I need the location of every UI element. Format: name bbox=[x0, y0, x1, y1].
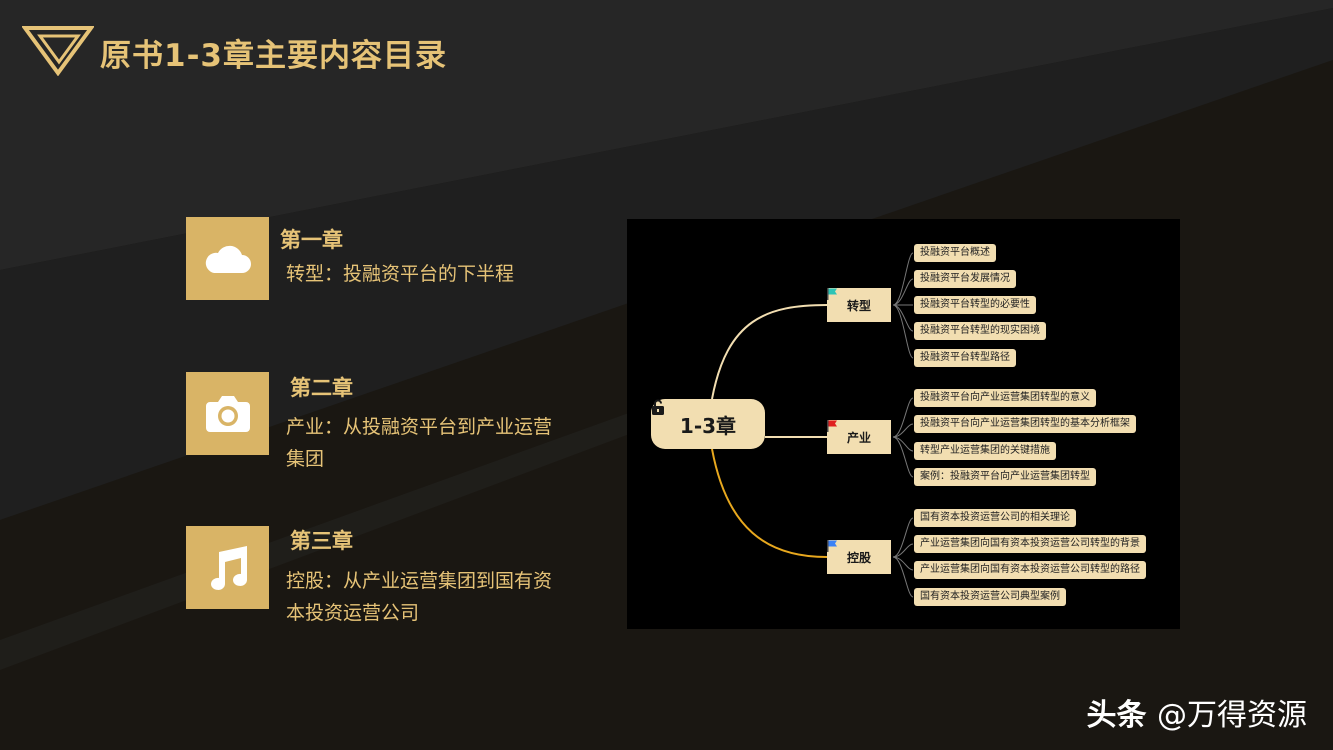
chapter-2-desc-line-2: 集团 bbox=[286, 448, 325, 470]
leaf-item: 投融资平台概述 bbox=[914, 244, 996, 262]
lock-open-icon bbox=[652, 399, 664, 415]
chapter-1-heading: 第一章 bbox=[280, 228, 343, 252]
chapter-1-description: 转型：投融资平台的下半程 bbox=[286, 258, 514, 290]
leaf-item: 投融资平台向产业运营集团转型的基本分析框架 bbox=[914, 415, 1136, 433]
chapter-2-icon-box bbox=[186, 372, 269, 455]
flag-icon bbox=[827, 420, 837, 432]
chapter-1-desc-line-1: 转型：投融资平台的下半程 bbox=[286, 263, 515, 285]
leaf-item: 转型产业运营集团的关键措施 bbox=[914, 442, 1056, 460]
leaf-item: 产业运营集团向国有资本投资运营公司转型的路径 bbox=[914, 561, 1146, 579]
mind-map-root: 1-3章 bbox=[651, 399, 765, 449]
cloud-icon bbox=[205, 245, 251, 273]
flag-icon bbox=[827, 540, 837, 552]
leaf-item: 产业运营集团向国有资本投资运营公司转型的背景 bbox=[914, 535, 1146, 553]
mind-map-root-label: 1-3章 bbox=[679, 413, 737, 438]
chapter-1-icon-box bbox=[186, 217, 269, 300]
leaf-item: 国有资本投资运营公司的相关理论 bbox=[914, 509, 1076, 527]
chapter-3-icon-box bbox=[186, 526, 269, 609]
music-note-icon bbox=[210, 545, 247, 590]
chapter-2-heading: 第二章 bbox=[290, 376, 353, 400]
triangle-logo-icon bbox=[22, 26, 94, 76]
branch-label: 产业 bbox=[846, 430, 871, 445]
branch-node-transform: 转型 bbox=[827, 288, 891, 322]
chapter-3-heading: 第三章 bbox=[290, 529, 353, 553]
mind-map-connectors bbox=[711, 252, 914, 598]
leaf-item: 国有资本投资运营公司典型案例 bbox=[914, 588, 1066, 606]
branch-node-industry: 产业 bbox=[827, 420, 891, 454]
chapter-2-desc-line-1: 产业：从投融资平台到产业运营 bbox=[286, 416, 553, 438]
leaf-item: 投融资平台向产业运营集团转型的意义 bbox=[914, 389, 1096, 407]
chapter-3-description: 控股：从产业运营集团到国有资 本投资运营公司 bbox=[286, 565, 552, 629]
chapter-2-description: 产业：从投融资平台到产业运营 集团 bbox=[286, 411, 552, 475]
flag-icon bbox=[827, 288, 837, 300]
leaf-item: 投融资平台转型路径 bbox=[914, 349, 1016, 367]
branch-label: 控股 bbox=[846, 550, 871, 565]
page-title: 原书1-3章主要内容目录 bbox=[100, 38, 448, 74]
branch-label: 转型 bbox=[846, 298, 871, 313]
leaf-item: 投融资平台转型的现实困境 bbox=[914, 322, 1046, 340]
camera-icon bbox=[205, 395, 250, 432]
chapter-3-desc-line-2: 本投资运营公司 bbox=[286, 602, 420, 624]
watermark-brand: 头条 bbox=[1086, 698, 1147, 733]
branch-node-holding: 控股 bbox=[827, 540, 891, 574]
chapter-3-desc-line-1: 控股：从产业运营集团到国有资 bbox=[286, 570, 553, 592]
leaf-item: 案例：投融资平台向产业运营集团转型 bbox=[914, 468, 1096, 486]
watermark: 头条 @万得资源 bbox=[1087, 690, 1307, 734]
leaf-item: 投融资平台发展情况 bbox=[914, 270, 1016, 288]
leaf-item: 投融资平台转型的必要性 bbox=[914, 296, 1036, 314]
watermark-handle: @万得资源 bbox=[1157, 698, 1307, 733]
mind-map: 1-3章 转型 投融资平台概述 投融资平台发展情况 投融资平台转型的必要性 投融… bbox=[627, 219, 1180, 629]
